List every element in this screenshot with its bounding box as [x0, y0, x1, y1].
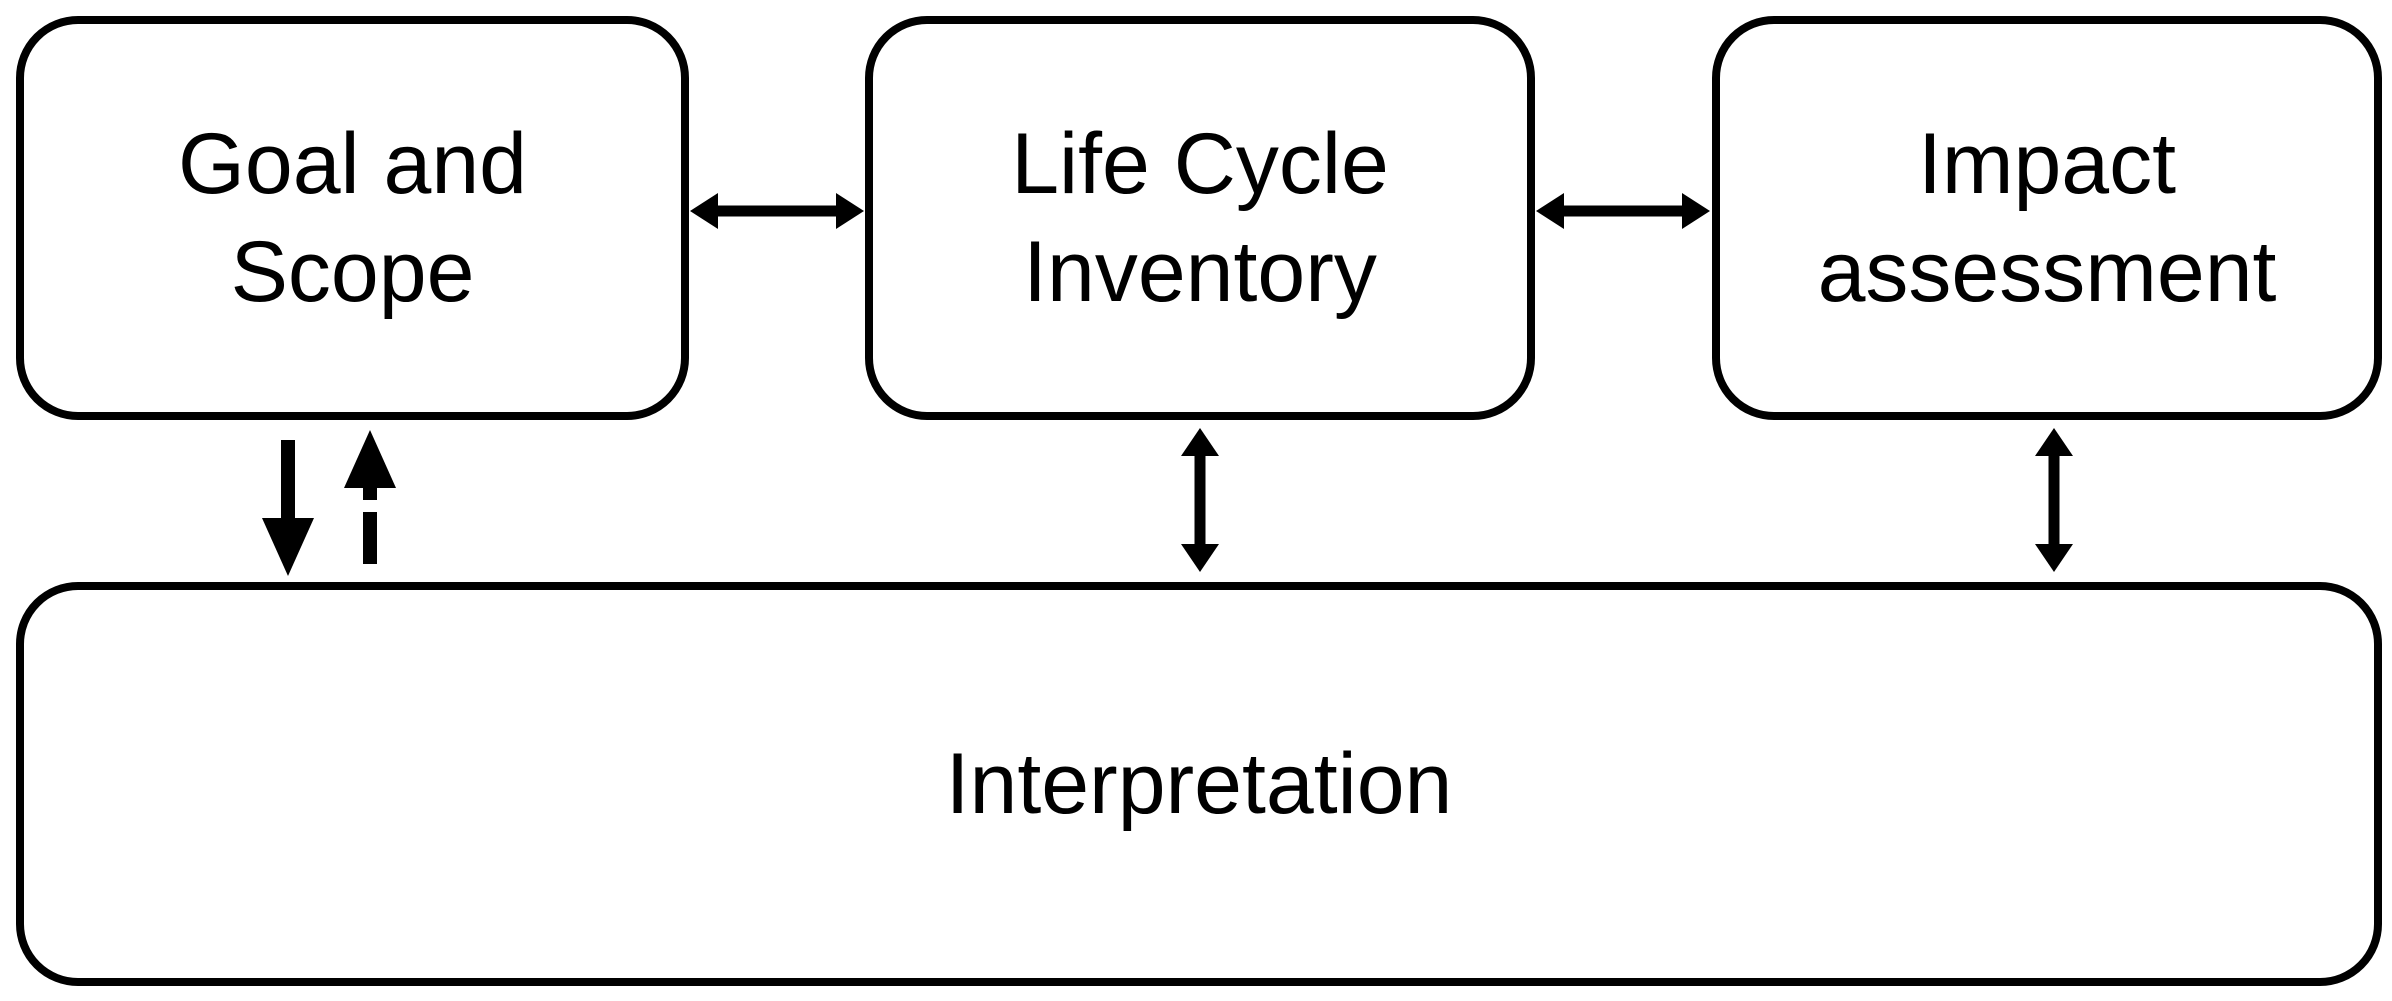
impact-assessment-label: Impact assessment	[1817, 115, 2277, 320]
arrow-impact-interpretation	[2035, 428, 2073, 572]
life-cycle-inventory-box: Life Cycle Inventory	[865, 16, 1535, 420]
arrow-interpretation-to-goal-dashed	[344, 430, 396, 564]
arrow-goal-lci	[690, 193, 864, 229]
arrow-goal-to-interpretation	[262, 440, 314, 576]
interpretation-box: Interpretation	[16, 582, 2382, 986]
arrow-lci-interpretation	[1181, 428, 1219, 572]
impact-assessment-box: Impact assessment	[1712, 16, 2382, 420]
goal-and-scope-box: Goal and Scope	[16, 16, 689, 420]
life-cycle-inventory-label: Life Cycle Inventory	[1011, 115, 1389, 320]
interpretation-label: Interpretation	[945, 735, 1453, 832]
goal-and-scope-label: Goal and Scope	[177, 115, 528, 320]
arrow-lci-impact	[1536, 193, 1710, 229]
